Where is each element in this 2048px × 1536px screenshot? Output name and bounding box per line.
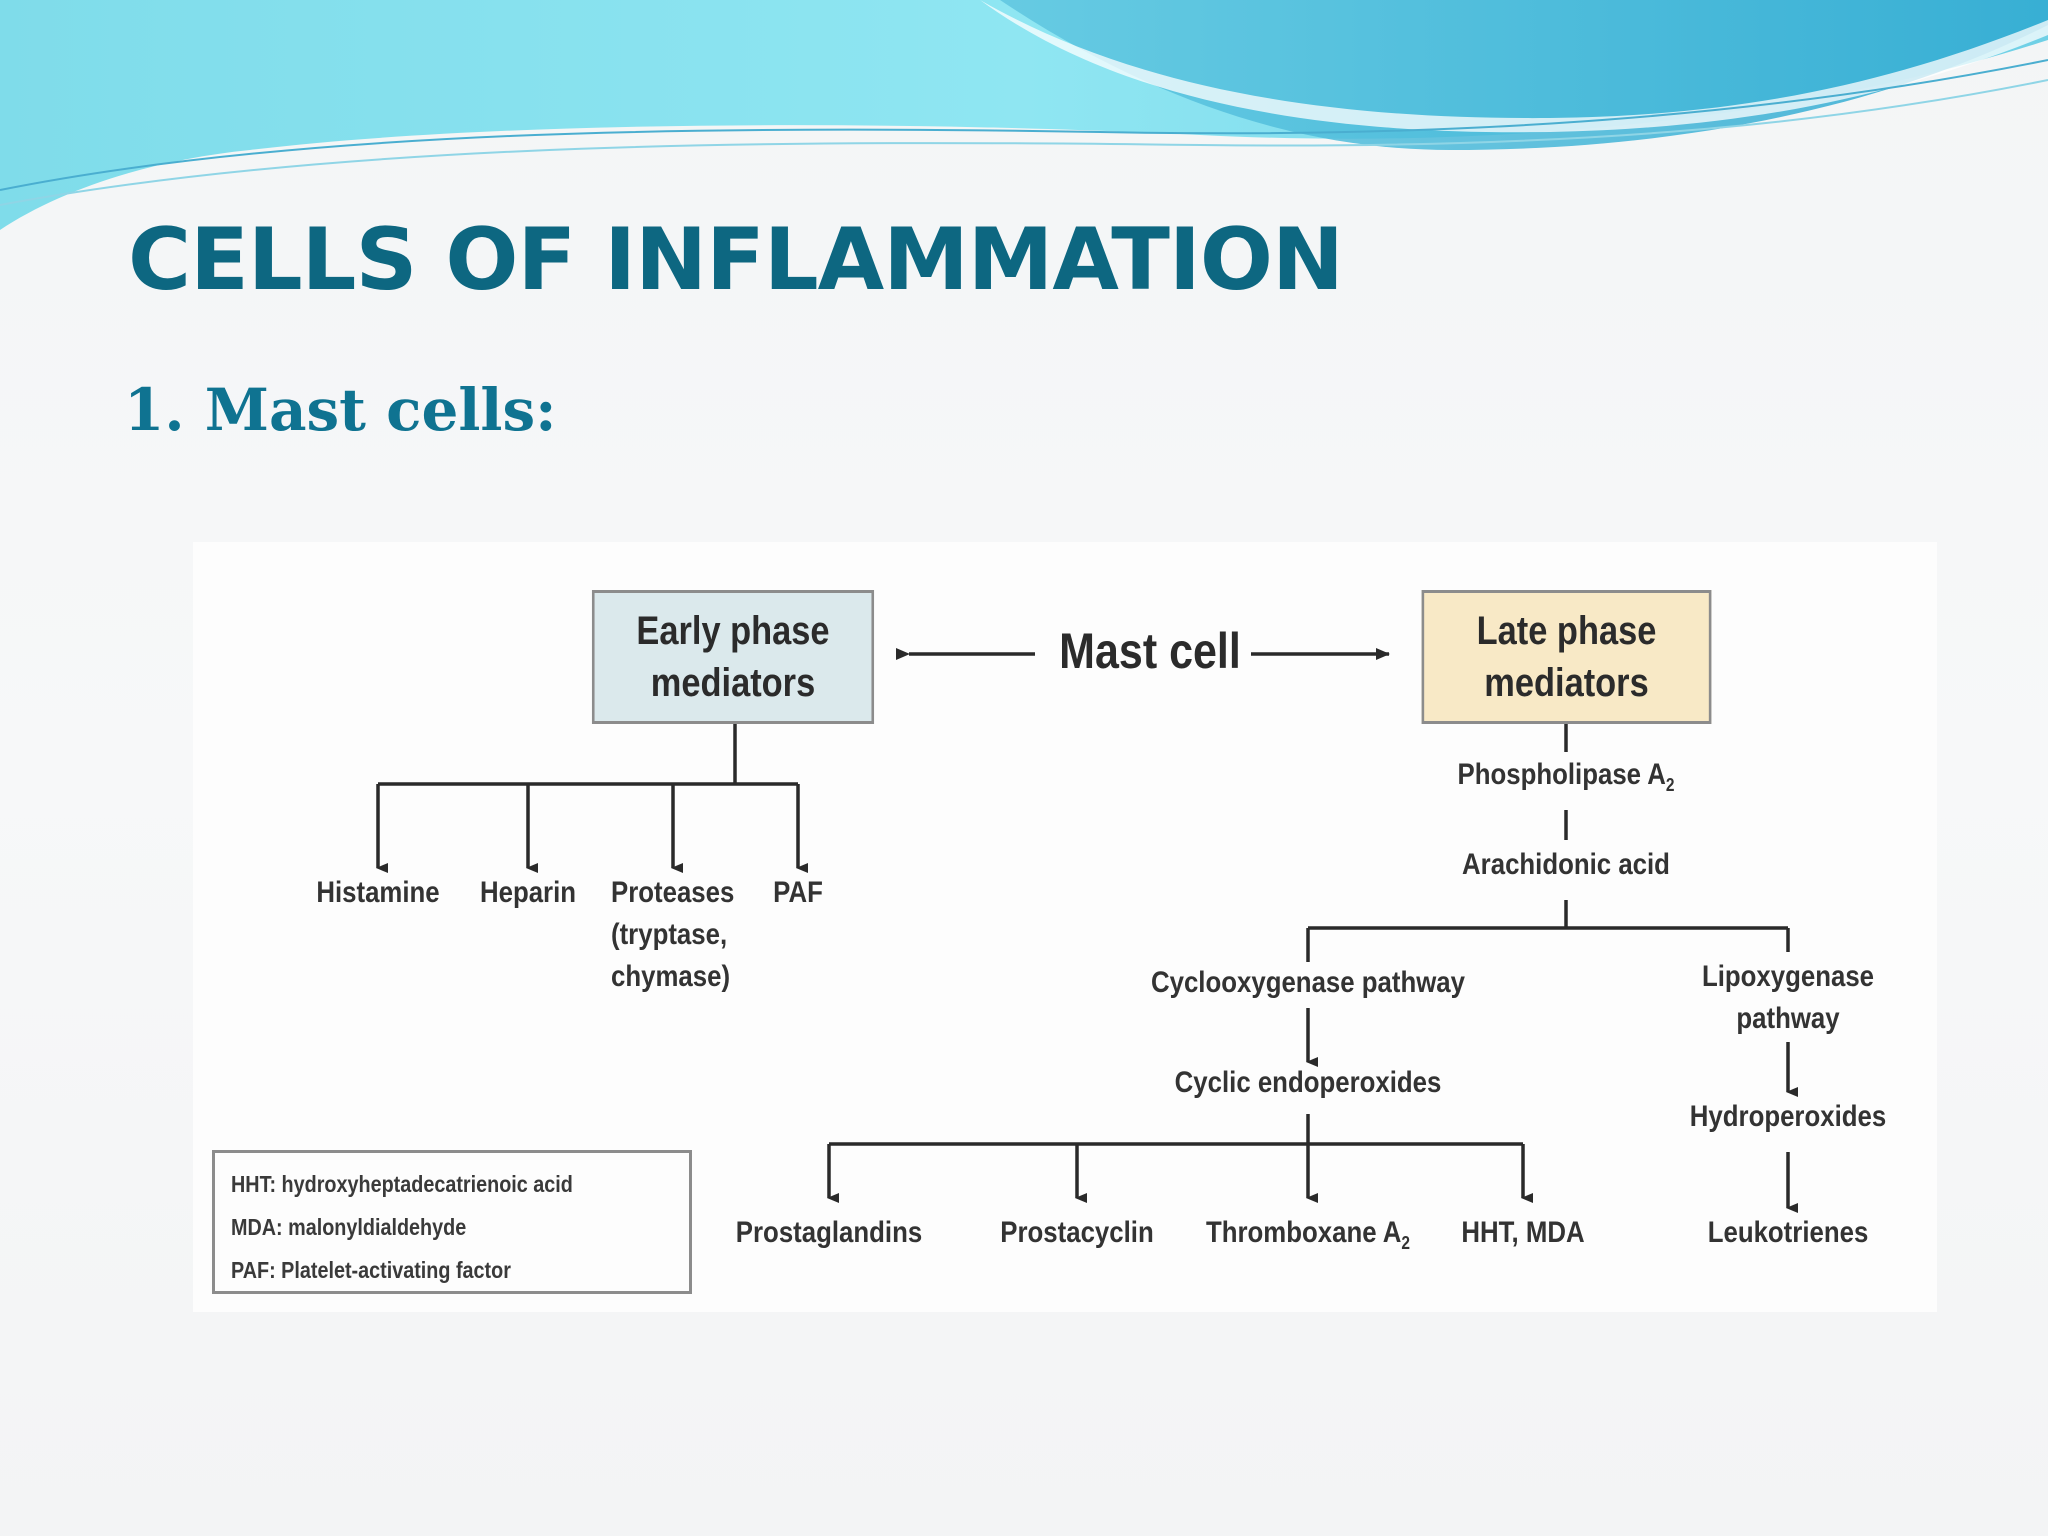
lipoxygenase-label: Lipoxygenase pathway xyxy=(1701,960,1875,1035)
leukotrienes-label: Leukotrienes xyxy=(1707,1216,1869,1249)
proteases-label: Proteases (tryptase, chymase) xyxy=(611,876,735,993)
wave-dark xyxy=(1000,0,2048,150)
prostacyclin-label: Prostacyclin xyxy=(1000,1216,1154,1249)
hydroperoxides-label: Hydroperoxides xyxy=(1689,1100,1887,1133)
slide-title: CELLS OF INFLAMMATION xyxy=(128,210,1344,310)
thromboxane-label: Thromboxane A2 xyxy=(1206,1216,1410,1254)
paf-label: PAF xyxy=(773,876,823,909)
heparin-label: Heparin xyxy=(479,876,577,909)
wave-line-2 xyxy=(0,79,2048,206)
arachidonic-acid-label: Arachidonic acid xyxy=(1462,848,1670,881)
phospholipase-subscript: 2 xyxy=(1665,775,1675,795)
slide-subtitle: 1. Mast cells: xyxy=(124,376,557,444)
early-phase-box: Early phase mediators xyxy=(591,590,875,724)
mast-cell-node: Mast cell xyxy=(1059,623,1241,679)
phospholipase-label: Phospholipase A2 xyxy=(1458,758,1675,796)
late-phase-box: Late phase mediators xyxy=(1421,590,1712,724)
mast-cell-diagram: Early phase mediators Late phase mediato… xyxy=(193,542,1937,1312)
cyclic-endoperoxides-label: Cyclic endoperoxides xyxy=(1174,1066,1442,1099)
wave-line-1 xyxy=(0,59,2048,191)
histamine-label: Histamine xyxy=(316,876,440,909)
thromboxane-text: Thromboxane A xyxy=(1205,1216,1402,1249)
phospholipase-text: Phospholipase A xyxy=(1457,758,1666,791)
diagram-connectors xyxy=(376,648,1798,1213)
thromboxane-subscript: 2 xyxy=(1401,1233,1411,1253)
prostaglandins-label: Prostaglandins xyxy=(735,1216,923,1249)
header-wave-banner xyxy=(0,0,2048,230)
hht-mda-label: HHT, MDA xyxy=(1461,1216,1585,1249)
cyclooxygenase-label: Cyclooxygenase pathway xyxy=(1150,966,1466,999)
legend-item-mda: MDA: malonyldialdehyde xyxy=(231,1214,467,1240)
wave-white-streak xyxy=(980,0,2048,133)
legend-box: HHT: hydroxyheptadecatrienoic acid MDA: … xyxy=(212,1150,692,1294)
legend-item-paf: PAF: Platelet-activating factor xyxy=(231,1257,511,1283)
legend-item-hht: HHT: hydroxyheptadecatrienoic acid xyxy=(231,1171,573,1197)
